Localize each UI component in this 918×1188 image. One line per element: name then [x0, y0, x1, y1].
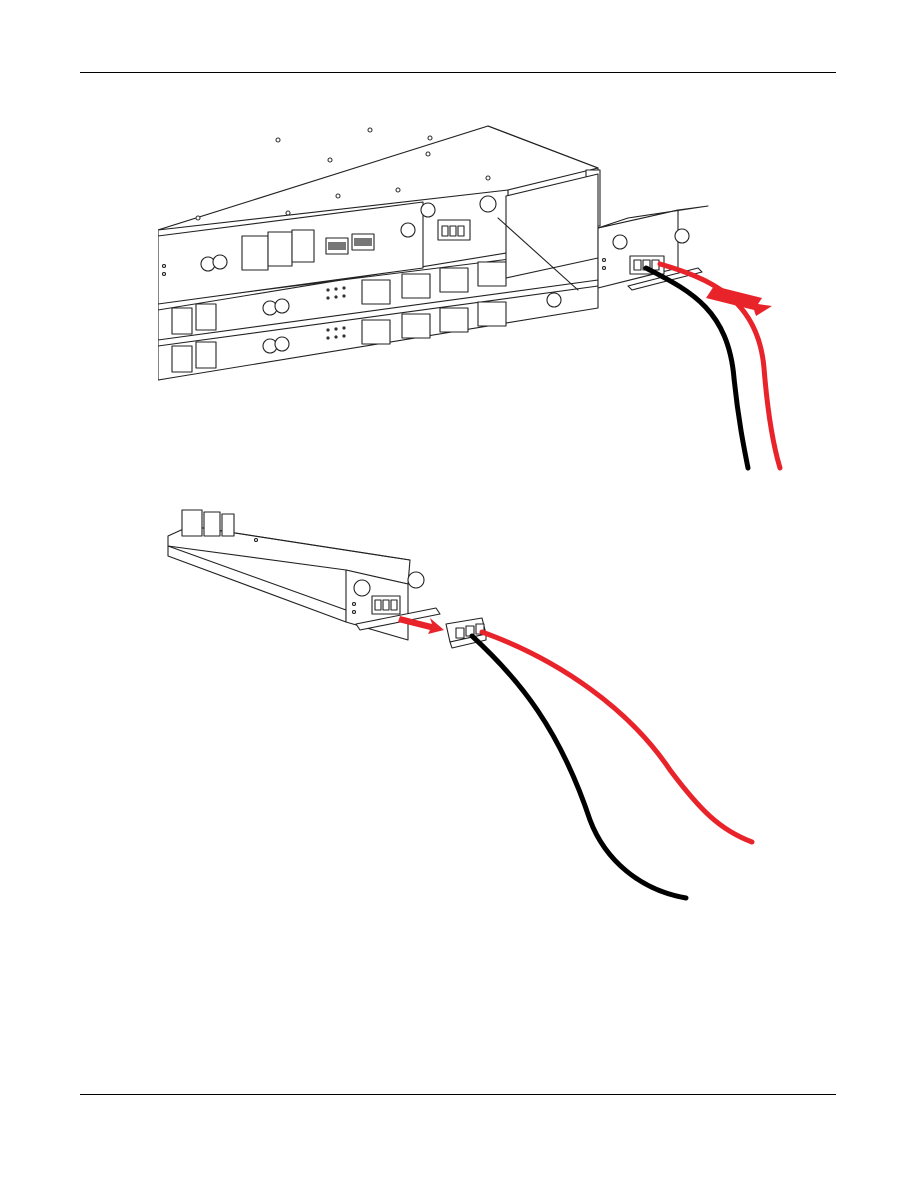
negative-cable — [472, 636, 686, 898]
positive-cable — [482, 632, 752, 842]
header-rule — [80, 72, 836, 73]
footer-rule — [80, 1094, 836, 1095]
power-module-extracted — [598, 206, 708, 290]
connector-removal-figure — [160, 500, 770, 904]
chassis-power-module-figure — [158, 118, 798, 474]
removal-arrow — [706, 286, 772, 316]
